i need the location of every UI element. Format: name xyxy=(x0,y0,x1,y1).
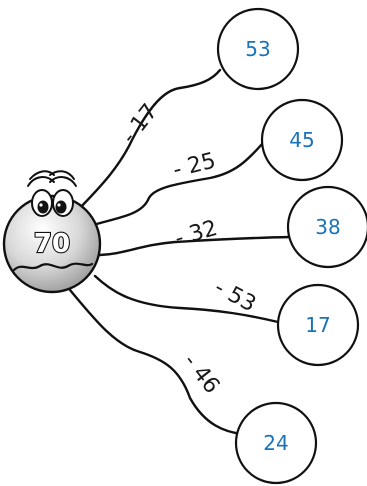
operation-label-1: - 17 xyxy=(117,99,163,148)
result-value-4: 17 xyxy=(305,313,330,337)
result-value-1: 53 xyxy=(245,37,270,61)
result-node-2: 45 xyxy=(262,100,342,180)
result-value-5: 24 xyxy=(263,431,288,455)
result-node-3: 38 xyxy=(288,187,367,267)
center-character: 70 xyxy=(4,171,100,292)
result-node-1: 53 xyxy=(218,9,298,89)
branch-line-1 xyxy=(78,70,220,210)
branch-line-2 xyxy=(90,144,262,226)
result-value-3: 38 xyxy=(315,215,340,239)
eyebrows xyxy=(28,171,76,186)
operation-label-5: - 46 xyxy=(178,349,224,398)
center-value: 70 xyxy=(34,229,70,259)
operation-label-3: - 32 xyxy=(172,216,220,252)
result-node-4: 17 xyxy=(278,285,358,365)
result-node-5: 24 xyxy=(236,403,316,483)
branch-lines xyxy=(70,70,290,434)
result-value-2: 45 xyxy=(289,128,314,152)
result-circles: 53 45 38 17 24 xyxy=(218,9,367,483)
